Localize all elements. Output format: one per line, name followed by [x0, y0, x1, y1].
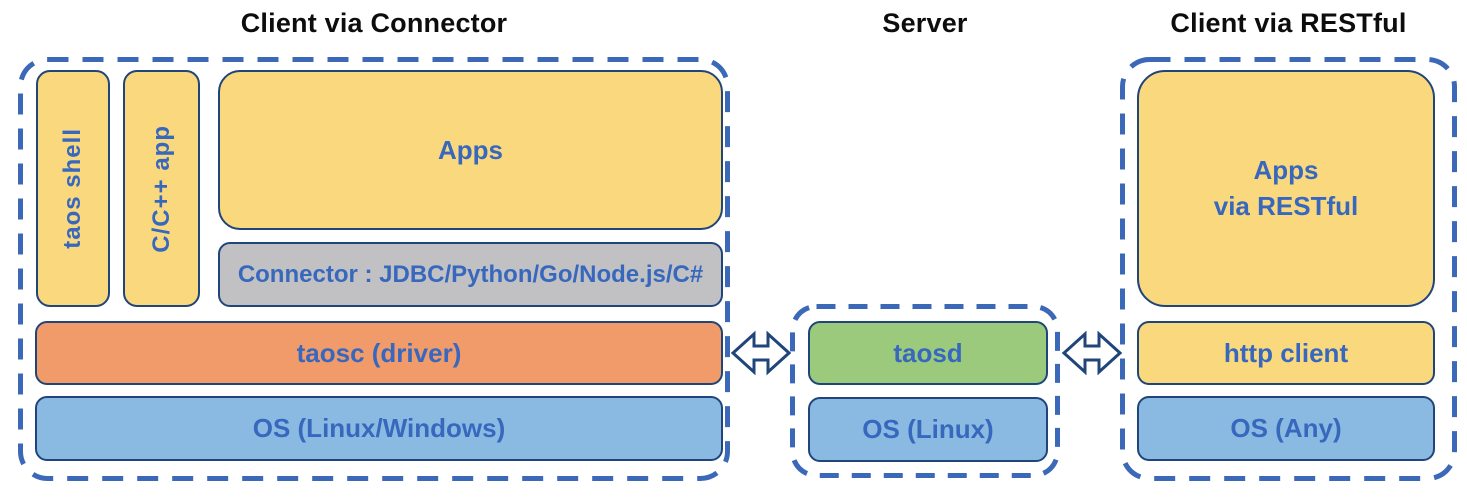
- section-client-restful-border: [1120, 57, 1457, 481]
- taosd-label: taosd: [893, 337, 963, 368]
- title-client-via-connector: Client via Connector: [240, 8, 508, 38]
- os-linux-windows-label: OS (Linux/Windows): [252, 413, 506, 443]
- apps-label: Apps: [438, 134, 503, 165]
- box-connector: Connector : JDBC/Python/Go/Node.js/C#: [218, 242, 723, 307]
- title-client-via-restful: Client via RESTful: [1170, 8, 1407, 38]
- box-apps: Apps: [218, 70, 723, 230]
- os-any-label: OS (Any): [1230, 413, 1342, 443]
- title-server: Server: [882, 8, 968, 38]
- box-http-client: http client: [1137, 321, 1435, 385]
- cpp-app-label: C/C++ app: [147, 124, 175, 253]
- section-client-connector-border: [18, 57, 730, 481]
- box-taosd: taosd: [808, 321, 1048, 385]
- connector-label: Connector : JDBC/Python/Go/Node.js/C#: [237, 260, 704, 288]
- double-arrow-icon: [1062, 330, 1122, 376]
- box-taos-shell: taos shell: [36, 70, 110, 307]
- taos-shell-label: taos shell: [59, 128, 86, 249]
- box-apps-via-restful: Apps via RESTful: [1137, 70, 1435, 307]
- box-taosc-driver: taosc (driver): [35, 321, 723, 385]
- box-cpp-app: C/C++ app: [123, 70, 200, 307]
- section-server-border: [790, 304, 1060, 478]
- box-os-any: OS (Any): [1137, 396, 1435, 461]
- taosc-driver-label: taosc (driver): [296, 337, 462, 368]
- box-os-linux: OS (Linux): [808, 397, 1048, 462]
- box-os-linux-windows: OS (Linux/Windows): [35, 396, 723, 461]
- os-linux-label: OS (Linux): [862, 414, 994, 444]
- apps-via-restful-label: Apps via RESTful: [1213, 155, 1359, 221]
- double-arrow-icon: [731, 330, 791, 376]
- http-client-label: http client: [1223, 337, 1349, 368]
